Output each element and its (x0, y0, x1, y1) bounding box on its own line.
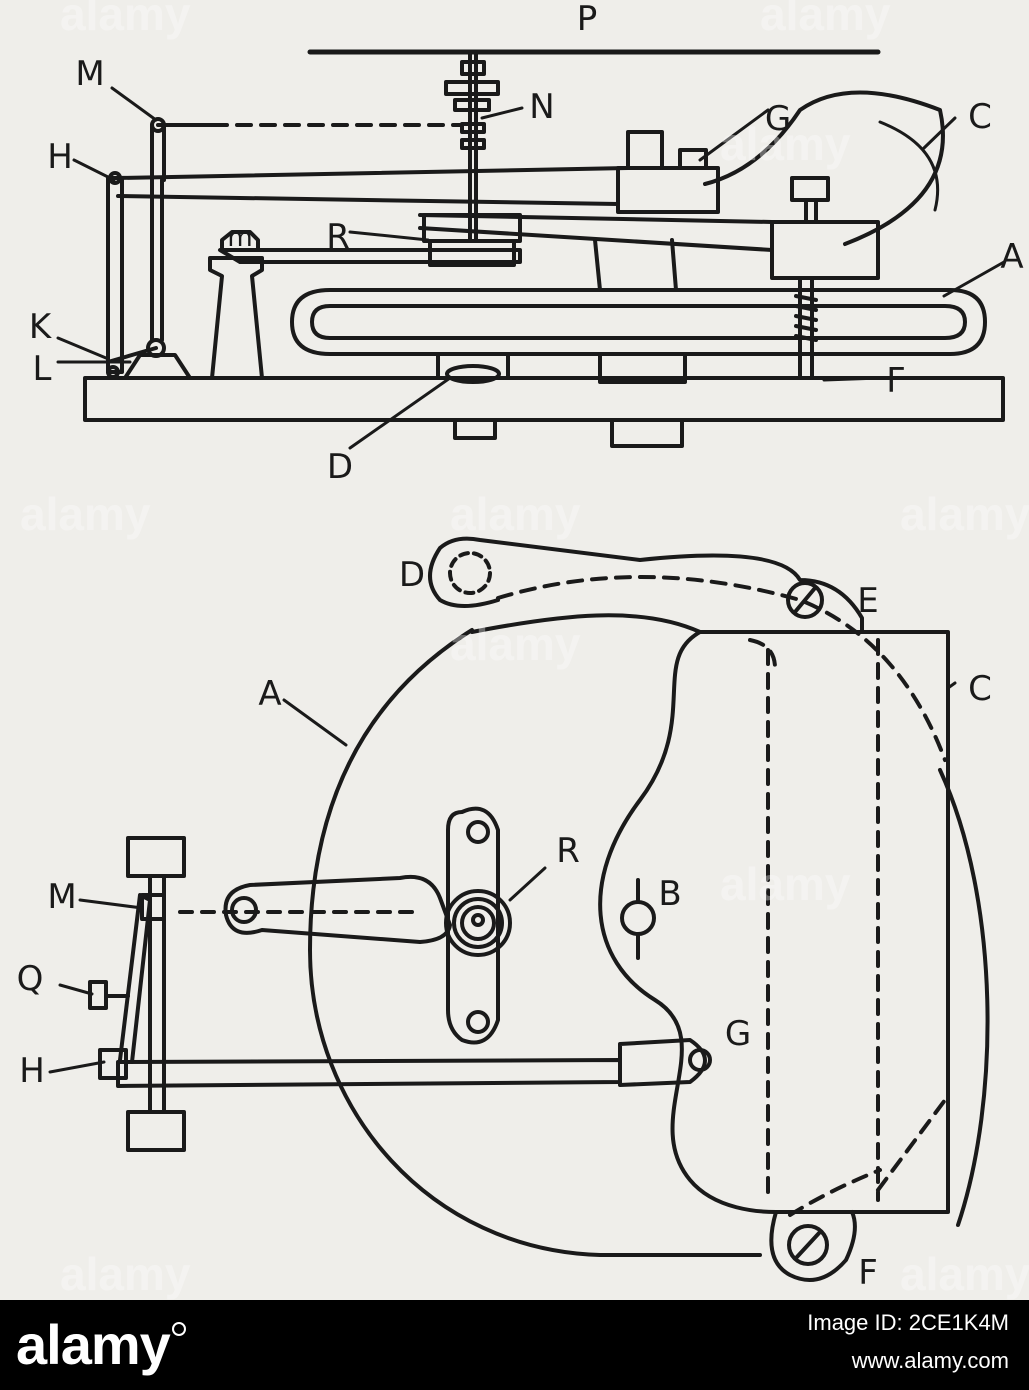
label-bottom-q: Q (17, 959, 44, 999)
label-bottom-g: G (725, 1014, 751, 1054)
clamp-block (770, 220, 880, 280)
pillar-m (208, 256, 264, 380)
hole-d (448, 551, 492, 595)
watermark: alamy (760, 0, 891, 40)
label-bottom-b: B (658, 874, 681, 914)
hub-post (593, 238, 678, 292)
label-top-a: A (1000, 237, 1023, 277)
label-top-d: D (327, 447, 353, 487)
pivot-g (688, 1048, 712, 1072)
watermark: alamy (450, 488, 581, 540)
arm-m (223, 875, 452, 944)
base-nut-left (453, 418, 497, 440)
label-top-r: R (326, 217, 350, 257)
frame-arm (418, 213, 774, 252)
watermark-layer: alamy alamy alamy alamy alamy alamy alam… (20, 0, 1029, 1300)
hub-lower (598, 352, 687, 384)
label-bottom-f: F (858, 1253, 878, 1293)
watermark: alamy (450, 618, 581, 670)
disc-a (308, 628, 990, 1257)
adjust-screw-head (790, 176, 830, 202)
watermark: alamy (900, 488, 1029, 540)
site-url: www.alamy.com (851, 1348, 1009, 1373)
screw-f (787, 1224, 829, 1266)
label-top-g: G (765, 99, 791, 139)
block-g (616, 166, 720, 214)
disc-r-lower (428, 239, 516, 267)
wire-c (703, 90, 945, 246)
label-bottom-c: C (968, 669, 992, 709)
arm-g (116, 1058, 622, 1088)
label-top-p: P (577, 0, 598, 39)
pillar-m-cap (220, 230, 260, 252)
box-c (698, 630, 950, 1214)
lever-m (218, 248, 522, 264)
label-top-f: F (886, 361, 906, 401)
label-top-c: C (968, 97, 992, 137)
spring-f (794, 276, 818, 380)
label-bottom-a: A (258, 674, 281, 714)
watermark: alamy (60, 1248, 191, 1300)
lug-f (769, 1210, 857, 1282)
watermark: alamy (720, 858, 851, 910)
watermark: alamy (720, 118, 851, 170)
image-id: Image ID: 2CE1K4M (807, 1310, 1009, 1335)
technical-drawing: P M N G C H R m A K L F D D E A C R B M … (16, 0, 1029, 1300)
dashed-internals (496, 575, 947, 1217)
leader-lines (48, 86, 1006, 1074)
tube-a (290, 288, 987, 356)
spindle-n (444, 50, 500, 242)
arm-g-end (618, 1038, 707, 1087)
label-bottom-e: E (857, 581, 878, 621)
brand-text: alamy (16, 1313, 171, 1376)
brand-dot-icon (171, 1322, 186, 1336)
label-top-h: H (47, 137, 73, 177)
watermark: alamy (900, 1248, 1029, 1300)
bracket-de (428, 536, 864, 634)
base-plate (83, 376, 1005, 422)
label-top-n: N (529, 87, 554, 127)
post-hkl (106, 117, 192, 380)
label-bottom-m: M (47, 877, 76, 917)
watermark: alamy (60, 0, 191, 40)
label-bottom-r: R (556, 831, 580, 871)
screw-e (786, 581, 824, 619)
block-g-screw (678, 148, 708, 170)
arm-h (116, 166, 630, 206)
keyhole-b (620, 878, 656, 960)
arm-r (444, 806, 512, 1045)
base-nut-right (610, 418, 684, 448)
wire-c-outer (878, 120, 940, 212)
stock-footer: alamy Image ID: 2CE1K4M www.alamy.com (0, 1300, 1029, 1390)
label-bottom-h: H (19, 1051, 45, 1091)
stud-d (445, 364, 501, 384)
label-top-k: K (29, 307, 53, 347)
label-top-m-small: m (227, 223, 252, 253)
side-elevation-view (83, 49, 1005, 448)
brand-logo: alamy (16, 1312, 316, 1378)
frame-hmq (88, 836, 186, 1152)
label-top-l: L (33, 349, 52, 389)
label-bottom-d: D (399, 555, 425, 595)
stud-d-upper (436, 352, 510, 380)
block-g-cap (626, 130, 664, 170)
watermark: alamy (20, 488, 151, 540)
plate-wave (470, 613, 778, 1214)
drawing-canvas: P M N G C H R m A K L F D D E A C R B M … (16, 0, 1029, 1300)
label-top-m: M (75, 54, 104, 94)
